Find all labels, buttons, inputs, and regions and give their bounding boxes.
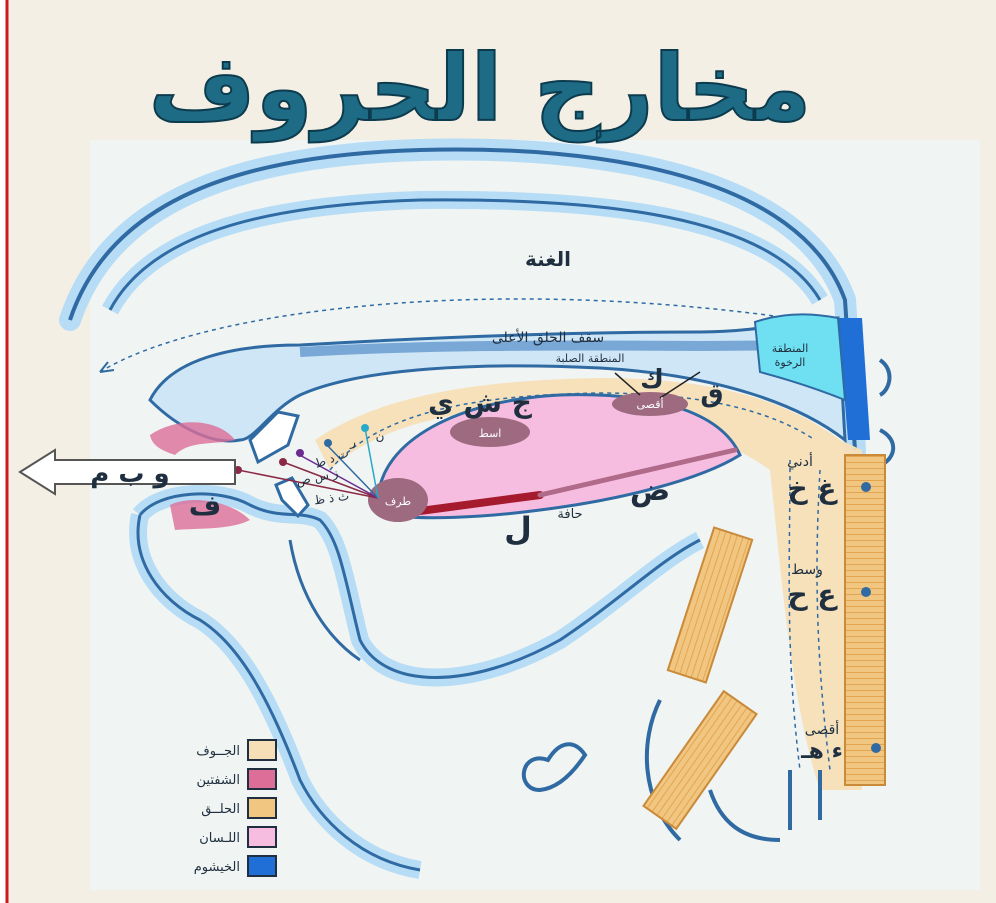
- legend-label: الشفتين: [197, 773, 241, 788]
- label-kaf: ك: [640, 365, 664, 395]
- legend-swatch: [248, 740, 276, 760]
- label-side: حافة: [557, 507, 582, 522]
- label-tongue-far: أقصى: [636, 397, 663, 411]
- label-soft-region-2: الرخوة: [775, 356, 806, 369]
- label-soft-region-1: المنطقة: [772, 342, 809, 355]
- label-throat-near-letters: غ خ: [787, 472, 838, 505]
- label-tip-nun: ن: [376, 429, 385, 443]
- legend-label: الجــوف: [196, 744, 240, 759]
- label-throat-far: أقصى: [805, 720, 840, 738]
- label-throat-near: أدني: [787, 452, 813, 470]
- label-hard-region: المنطقة الصلبة: [556, 352, 625, 365]
- label-throat-far-letters: ء هـ: [800, 739, 843, 764]
- legend-swatch: [248, 827, 276, 847]
- label-throat-mid-letters: ع ح: [787, 578, 838, 611]
- label-lip-letters: و ب م: [90, 459, 169, 489]
- throat-far-point: [871, 743, 881, 753]
- throat-mid-point: [861, 587, 871, 597]
- label-middle-letters: ج ش ي: [428, 386, 533, 420]
- label-tongue-middle: اسط: [479, 427, 502, 440]
- label-fa: ف: [189, 489, 222, 522]
- page-title: مخارج الحروف: [149, 35, 812, 143]
- label-lam: ل: [504, 510, 532, 548]
- legend-swatch: [248, 798, 276, 818]
- label-tongue-tip: طرف: [385, 495, 411, 508]
- legend-swatch: [248, 856, 276, 876]
- label-qaf: ق: [700, 379, 723, 409]
- legend-swatch: [248, 769, 276, 789]
- legend-label: الحلــق: [201, 802, 240, 817]
- label-ghunna: الغنة: [525, 247, 571, 271]
- throat-bar: [845, 455, 885, 785]
- legend-label: الخيشوم: [194, 860, 240, 875]
- legend-label: اللـسان: [199, 831, 240, 846]
- throat-near-point: [861, 482, 871, 492]
- label-throat-mid: وسط: [791, 562, 823, 578]
- label-dad: ض: [630, 473, 670, 508]
- label-upper-palate: سقف الحلق الأعلى: [492, 328, 604, 346]
- label-tip-ra: ر: [349, 435, 356, 450]
